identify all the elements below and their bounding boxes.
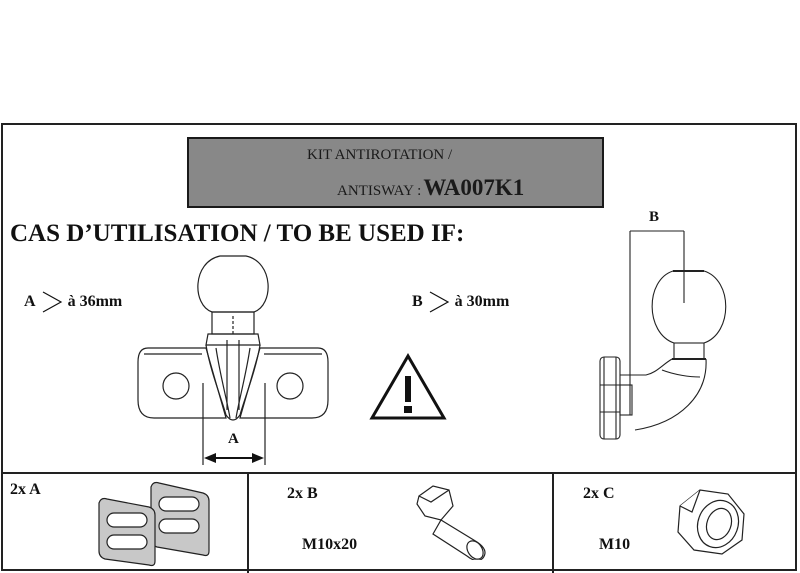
warning-triangle-icon [369, 353, 447, 420]
hex-nut-icon [677, 489, 745, 555]
hex-bolt-icon [416, 485, 486, 560]
part-cell-b: 2x B M10x20 [249, 474, 554, 573]
part-c-spec: M10 [599, 536, 631, 553]
greater-than-icon [42, 291, 62, 313]
usage-heading: CAS D’UTILISATION / TO BE USED IF: [10, 220, 465, 247]
part-b-spec: M10x20 [302, 536, 358, 553]
title-line-1: KIT ANTIROTATION / [307, 147, 453, 163]
spacer-plate-icon [98, 481, 210, 567]
title-box: KIT ANTIROTATION / ANTISWAY :WA007K1 [187, 137, 604, 208]
condition-b: B à 30mm [412, 290, 509, 314]
condition-a: A à 36mm [24, 290, 122, 314]
dimension-b-label: B [649, 209, 660, 225]
tow-ball-side-view-icon [599, 230, 727, 440]
condition-b-letter: B [412, 293, 423, 310]
tow-ball-front-view-icon [137, 255, 329, 465]
part-a-qty: 2x A [10, 481, 41, 498]
kit-code: WA007K1 [423, 175, 525, 200]
condition-b-value: à 30mm [454, 293, 510, 310]
dimension-a-label: A [228, 431, 239, 447]
title-prefix: ANTISWAY : [337, 183, 422, 199]
title-line-2: ANTISWAY :WA007K1 [337, 175, 524, 201]
greater-than-icon [429, 291, 449, 313]
part-c-qty: 2x C [583, 485, 615, 502]
condition-a-letter: A [24, 293, 36, 310]
diagram-frame [1, 123, 797, 571]
parts-row: 2x A 2x B M10x20 2x C M10 [1, 472, 797, 573]
part-cell-c: 2x C M10 [554, 474, 797, 573]
condition-a-value: à 36mm [67, 293, 123, 310]
part-b-qty: 2x B [287, 485, 318, 502]
part-cell-a: 2x A [1, 474, 249, 573]
